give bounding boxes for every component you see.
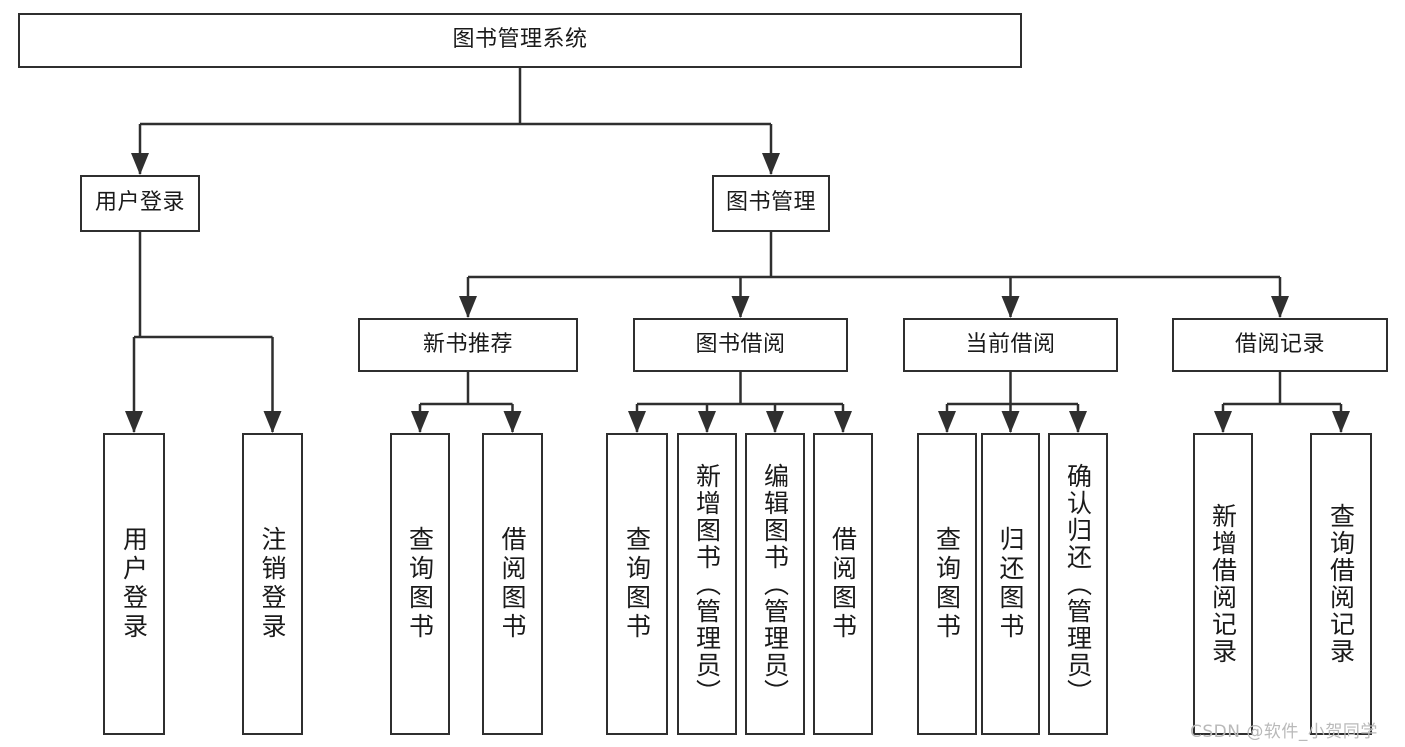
user-login-to-leaves-arrow-1 bbox=[263, 411, 282, 433]
new-book-recommend-to-leaves-arrow-1 bbox=[503, 411, 522, 433]
node-current-borrow[interactable]: 当前借阅 bbox=[903, 318, 1118, 372]
node-leaf-query-borrow-record[interactable]: 查询借阅记录 bbox=[1310, 433, 1372, 735]
node-label-leaf-user-logout: 注销登录 bbox=[258, 526, 287, 642]
node-root[interactable]: 图书管理系统 bbox=[18, 13, 1022, 68]
node-leaf-confirm-return-admin[interactable]: 确认归还（管理员） bbox=[1048, 433, 1108, 735]
book-borrow-to-leaves-arrow-0 bbox=[628, 411, 646, 433]
node-leaf-query-book-1[interactable]: 查询图书 bbox=[390, 433, 450, 735]
book-borrow-to-leaves-arrow-1 bbox=[698, 411, 716, 433]
node-leaf-return-book[interactable]: 归还图书 bbox=[981, 433, 1040, 735]
node-leaf-edit-book-admin[interactable]: 编辑图书（管理员） bbox=[745, 433, 805, 735]
node-label-leaf-confirm-return-admin: 确认归还（管理员） bbox=[1063, 462, 1093, 706]
root-to-level2-arrow-1 bbox=[762, 153, 780, 175]
node-label-new-book-recommend: 新书推荐 bbox=[422, 331, 513, 357]
node-leaf-borrow-book-1[interactable]: 借阅图书 bbox=[482, 433, 543, 735]
node-leaf-user-logout[interactable]: 注销登录 bbox=[242, 433, 303, 735]
node-label-leaf-edit-book-admin: 编辑图书（管理员） bbox=[760, 462, 790, 706]
node-book-borrow[interactable]: 图书借阅 bbox=[633, 318, 848, 372]
node-label-leaf-query-book-2: 查询图书 bbox=[622, 526, 652, 642]
node-label-borrow-record: 借阅记录 bbox=[1234, 331, 1325, 357]
root-to-level2-arrow-0 bbox=[131, 153, 149, 175]
node-book-manage[interactable]: 图书管理 bbox=[712, 175, 830, 232]
node-label-user-login: 用户登录 bbox=[94, 190, 185, 216]
borrow-record-to-leaves-arrow-1 bbox=[1332, 411, 1350, 433]
node-label-leaf-borrow-book-2: 借阅图书 bbox=[828, 526, 858, 642]
current-borrow-to-leaves-arrow-0 bbox=[938, 411, 956, 433]
borrow-record-to-leaves-arrow-0 bbox=[1214, 411, 1232, 433]
node-label-leaf-user-login: 用户登录 bbox=[119, 526, 149, 642]
book-borrow-to-leaves-arrow-2 bbox=[766, 411, 784, 433]
book-manage-to-level3-arrow-1 bbox=[731, 296, 750, 318]
node-label-root: 图书管理系统 bbox=[452, 27, 588, 53]
book-manage-to-level3-arrow-3 bbox=[1271, 296, 1289, 318]
book-manage-to-level3-arrow-2 bbox=[1001, 296, 1020, 318]
node-leaf-borrow-book-2[interactable]: 借阅图书 bbox=[813, 433, 873, 735]
node-leaf-add-book-admin[interactable]: 新增图书（管理员） bbox=[677, 433, 737, 735]
user-login-to-leaves-arrow-0 bbox=[125, 411, 143, 433]
current-borrow-to-leaves-arrow-2 bbox=[1069, 411, 1087, 433]
book-manage-to-level3-arrow-0 bbox=[459, 296, 477, 318]
node-leaf-query-book-3[interactable]: 查询图书 bbox=[917, 433, 977, 735]
node-label-leaf-borrow-book-1: 借阅图书 bbox=[498, 526, 527, 642]
node-label-current-borrow: 当前借阅 bbox=[965, 331, 1056, 357]
node-label-leaf-return-book: 归还图书 bbox=[996, 526, 1025, 642]
new-book-recommend-to-leaves-arrow-0 bbox=[411, 411, 429, 433]
watermark-text: CSDN @软件_小贺同学 bbox=[1190, 722, 1378, 742]
node-leaf-query-book-2[interactable]: 查询图书 bbox=[606, 433, 668, 735]
node-leaf-add-borrow-record[interactable]: 新增借阅记录 bbox=[1193, 433, 1253, 735]
node-label-leaf-add-book-admin: 新增图书（管理员） bbox=[692, 462, 722, 706]
node-borrow-record[interactable]: 借阅记录 bbox=[1172, 318, 1388, 372]
node-label-leaf-query-book-3: 查询图书 bbox=[932, 526, 962, 642]
book-borrow-to-leaves-arrow-3 bbox=[834, 411, 852, 433]
node-leaf-user-login[interactable]: 用户登录 bbox=[103, 433, 165, 735]
node-new-book-recommend[interactable]: 新书推荐 bbox=[358, 318, 578, 372]
current-borrow-to-leaves-arrow-1 bbox=[1001, 411, 1020, 433]
node-label-leaf-query-borrow-record: 查询借阅记录 bbox=[1326, 503, 1356, 665]
node-user-login[interactable]: 用户登录 bbox=[80, 175, 200, 232]
node-label-leaf-query-book-1: 查询图书 bbox=[405, 526, 435, 642]
node-label-book-borrow: 图书借阅 bbox=[695, 331, 786, 357]
node-label-book-manage: 图书管理 bbox=[725, 190, 816, 216]
node-label-leaf-add-borrow-record: 新增借阅记录 bbox=[1208, 503, 1238, 665]
